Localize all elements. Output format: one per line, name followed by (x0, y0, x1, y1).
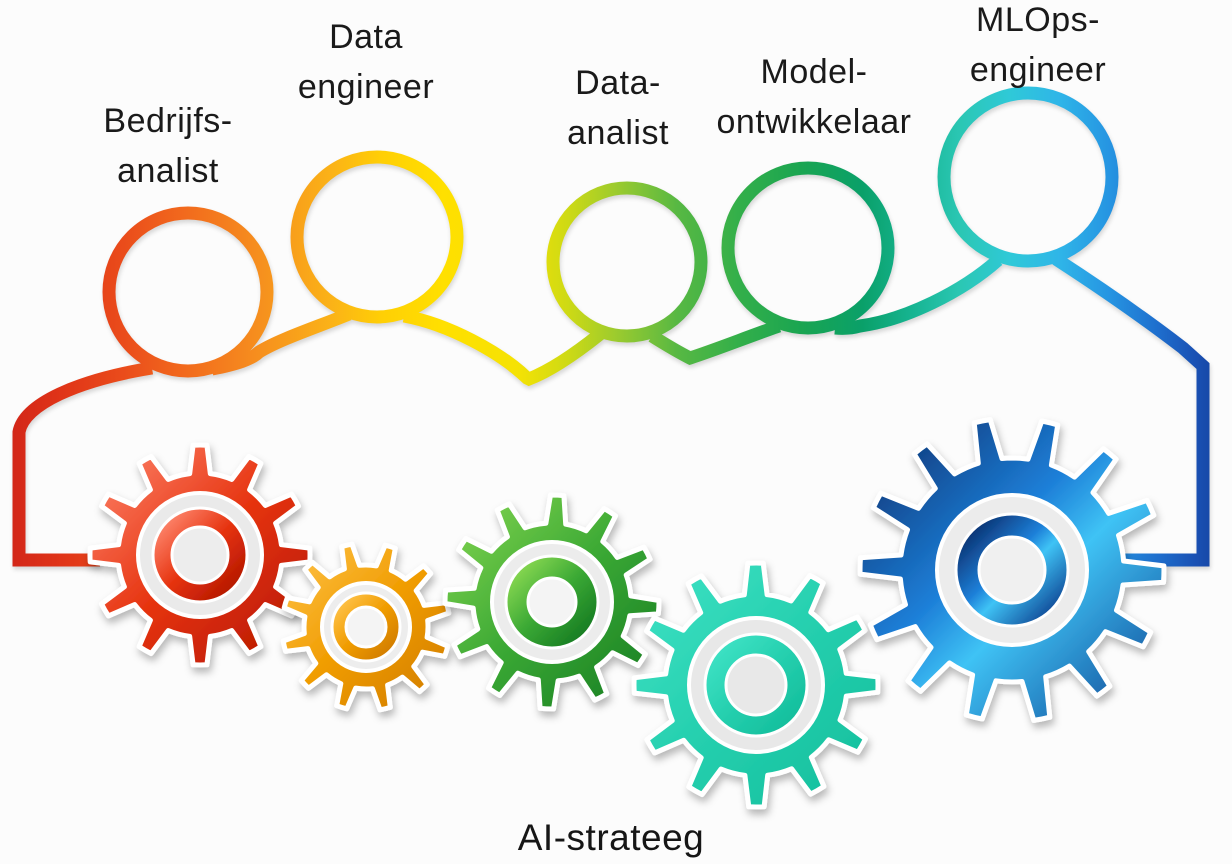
red-gear (87, 442, 313, 668)
people-outline-group (12, 86, 1210, 567)
red-gear-ring (153, 508, 247, 602)
orange-gear-ring-outer-edge (330, 591, 402, 663)
teal-gear-ring (705, 634, 807, 736)
green-gear (442, 492, 662, 712)
person-head-model-ontwikkelaar (721, 161, 895, 335)
role-label-data-engineer: Data engineer (298, 12, 434, 112)
orange-gear-ring (332, 593, 400, 661)
role-label-line: Data- (575, 64, 661, 102)
person-head-mlops-engineer (937, 86, 1119, 268)
role-label-line: analist (567, 114, 669, 152)
blue-gear-ring (956, 514, 1068, 626)
blue-gear-hub (977, 535, 1047, 605)
gears-group (87, 417, 1167, 810)
role-label-line: analist (117, 152, 219, 190)
person-head-bedrijfs-analist (102, 206, 274, 378)
blue-gear-ring-outer-edge (954, 512, 1070, 628)
person-shoulders-mlops-engineer-right (1052, 253, 1210, 567)
orange-gear (280, 541, 452, 713)
role-label-line: MLOps- (976, 1, 1100, 39)
role-label-model-ontwikkelaar: Model- ontwikkelaar (717, 47, 912, 147)
person-shoulders-junction-2 (402, 309, 605, 387)
teal-gear-ring-outer-edge (703, 632, 809, 738)
green-gear-hub (526, 576, 578, 628)
role-label-data-analist: Data- analist (567, 58, 669, 158)
role-label-line: ontwikkelaar (716, 103, 912, 141)
role-label-line: engineer (969, 51, 1107, 89)
teal-gear-hub (724, 653, 788, 717)
person-shoulders-junction-3 (648, 319, 782, 365)
role-label-line: engineer (297, 68, 435, 106)
role-label-line: Model- (760, 53, 868, 91)
role-label-bedrijfs-analist: Bedrijfs- analist (103, 96, 232, 196)
orange-gear-hub (344, 605, 388, 649)
person-shoulders-junction-1 (210, 307, 352, 376)
person-head-data-engineer (290, 150, 464, 324)
person-head-data-analist (546, 181, 708, 343)
green-gear-ring (506, 556, 598, 648)
person-shoulders-junction-4 (834, 255, 1003, 335)
ai-strateeg-label: AI-strateeg (517, 817, 705, 858)
red-gear-ring-outer-edge (151, 506, 249, 604)
role-label-line: Data (329, 18, 403, 56)
role-label-line: Bedrijfs- (103, 102, 233, 140)
red-gear-hub (170, 525, 230, 585)
teal-gear (631, 560, 881, 810)
person-shoulders-bedrijfs-analist-left (12, 361, 154, 567)
role-label-mlops-engineer: MLOps- engineer (970, 0, 1106, 95)
blue-gear (857, 417, 1167, 723)
green-gear-ring-outer-edge (504, 554, 600, 650)
